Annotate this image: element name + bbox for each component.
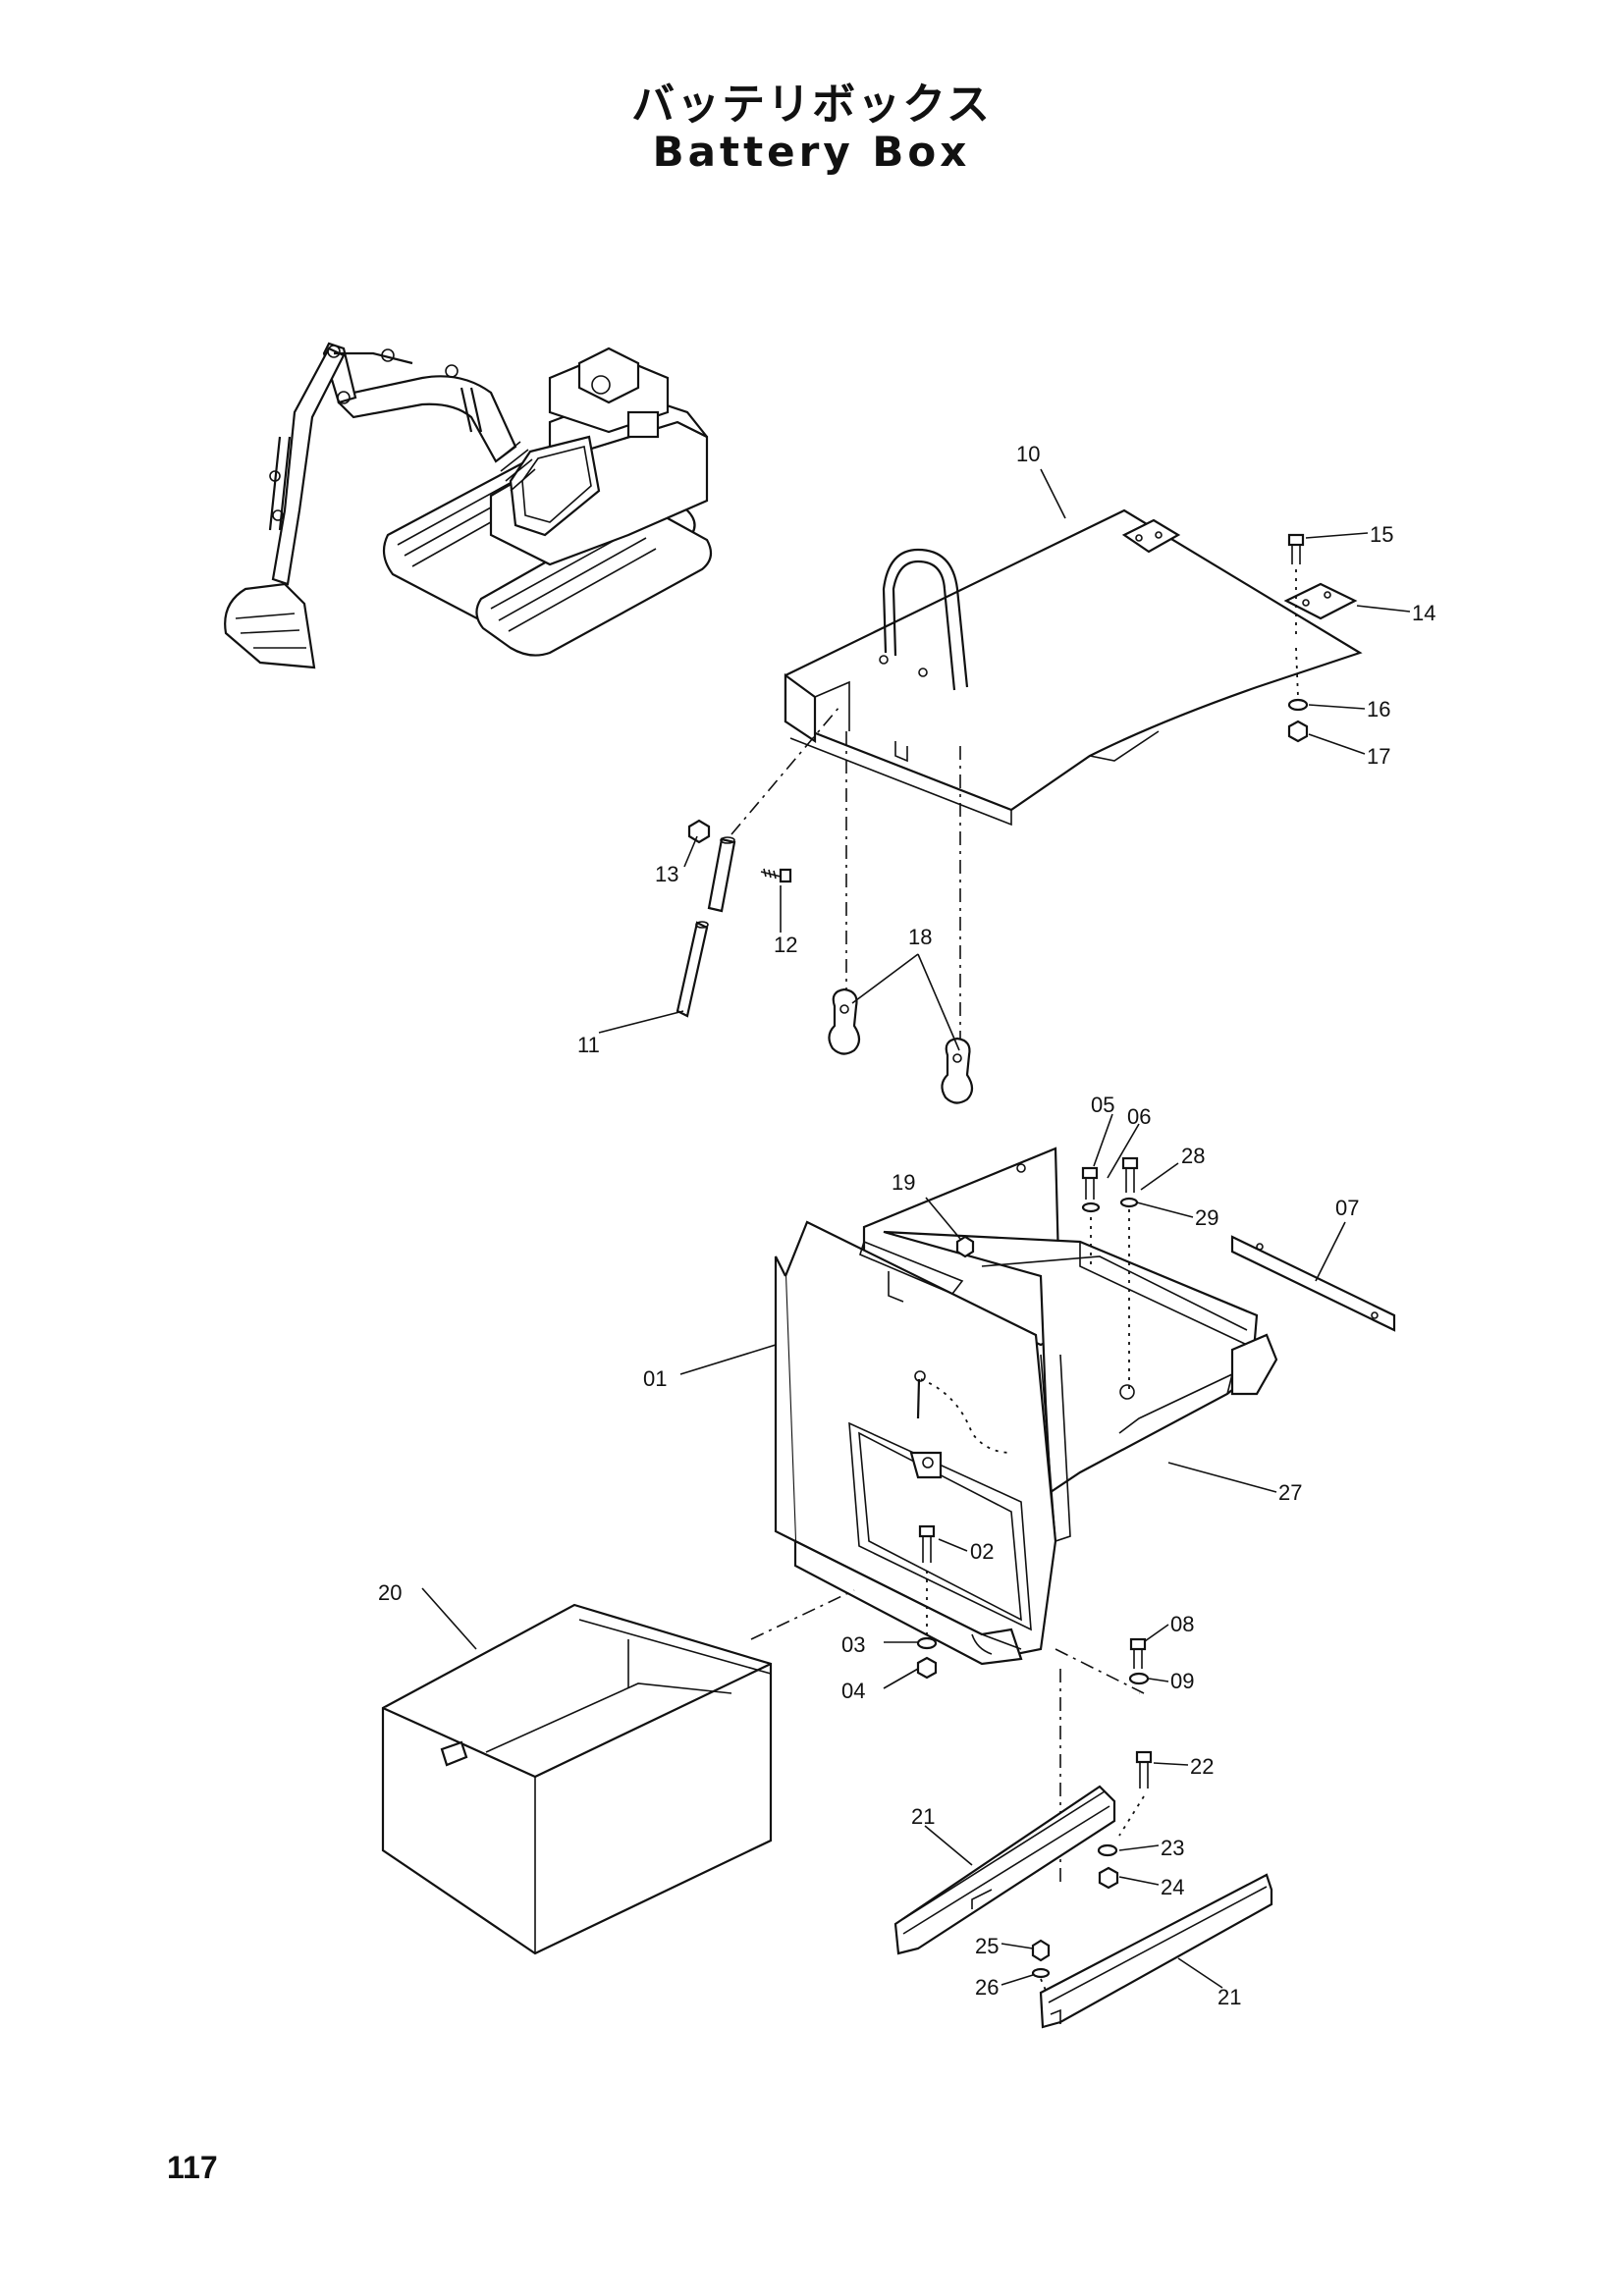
label-01: 01 (643, 1366, 667, 1391)
label-04: 04 (841, 1679, 865, 1703)
rail-part-21-upper (893, 1785, 1116, 1955)
bolt-part-15 (1287, 533, 1305, 638)
bolt-part-08 (1129, 1637, 1147, 1669)
clamp-part-18-left (828, 988, 861, 1055)
label-13: 13 (655, 862, 678, 886)
label-06: 06 (1127, 1104, 1151, 1129)
label-09: 09 (1170, 1669, 1194, 1693)
page-number: 117 (167, 2150, 218, 2185)
screw-part-12 (760, 868, 792, 883)
title-japanese: バッテリボックス (631, 80, 992, 130)
label-22: 22 (1190, 1754, 1214, 1779)
washer-part-23 (1097, 1843, 1118, 1857)
washer-part-06 (1081, 1201, 1101, 1213)
part-labels: 10 15 14 16 17 13 12 11 18 05 06 28 29 0… (378, 442, 1435, 2009)
washer-part-29 (1119, 1197, 1139, 1208)
label-03: 03 (841, 1632, 865, 1657)
label-18: 18 (908, 925, 932, 949)
label-28: 28 (1181, 1144, 1205, 1168)
label-14: 14 (1412, 601, 1435, 625)
label-16: 16 (1367, 697, 1390, 721)
label-07: 07 (1335, 1196, 1359, 1220)
battery-cover-part-10 (784, 508, 1363, 827)
bolt-part-02 (918, 1524, 936, 1563)
label-12: 12 (774, 933, 797, 957)
label-29: 29 (1195, 1205, 1218, 1230)
leader-lines (421, 468, 1411, 1989)
label-11: 11 (577, 1033, 600, 1057)
label-25: 25 (975, 1934, 999, 1958)
label-19: 19 (892, 1170, 915, 1195)
label-05: 05 (1091, 1093, 1114, 1117)
hinge-part-14 (1283, 582, 1358, 620)
washer-part-16 (1287, 698, 1309, 712)
label-26: 26 (975, 1975, 999, 2000)
nut-part-24 (1098, 1866, 1119, 1890)
label-10: 10 (1016, 442, 1040, 466)
label-24: 24 (1161, 1875, 1184, 1899)
label-15: 15 (1370, 522, 1393, 547)
battery-tray-part-20 (381, 1603, 773, 1955)
bolt-part-05 (1081, 1166, 1099, 1200)
washer-part-03 (916, 1636, 938, 1650)
title-english: Battery Box (652, 128, 971, 176)
rod-part-11 (676, 921, 709, 1018)
label-21-lower: 21 (1217, 1985, 1241, 2009)
nut-part-13 (687, 819, 711, 844)
label-27: 27 (1278, 1480, 1302, 1505)
excavator-illustration (224, 342, 713, 669)
label-21-upper: 21 (911, 1804, 935, 1829)
label-02: 02 (970, 1539, 994, 1564)
label-08: 08 (1170, 1612, 1194, 1636)
washer-part-26 (1031, 1967, 1051, 1979)
nut-part-17 (1287, 720, 1309, 743)
washer-part-09 (1128, 1672, 1150, 1685)
pin-part-13 (707, 836, 736, 913)
label-17: 17 (1367, 744, 1390, 769)
bolt-part-19 (955, 1235, 975, 1258)
label-20: 20 (378, 1580, 402, 1605)
bolt-part-25 (1031, 1939, 1051, 1962)
label-23: 23 (1161, 1836, 1184, 1860)
rail-part-21-lower (1039, 1873, 1273, 2029)
bolt-part-22 (1135, 1750, 1153, 1789)
nut-part-04 (916, 1656, 938, 1680)
bolt-part-28 (1121, 1156, 1139, 1193)
clamp-part-18-right (941, 1037, 974, 1104)
support-bar-part-07 (1230, 1235, 1396, 1332)
